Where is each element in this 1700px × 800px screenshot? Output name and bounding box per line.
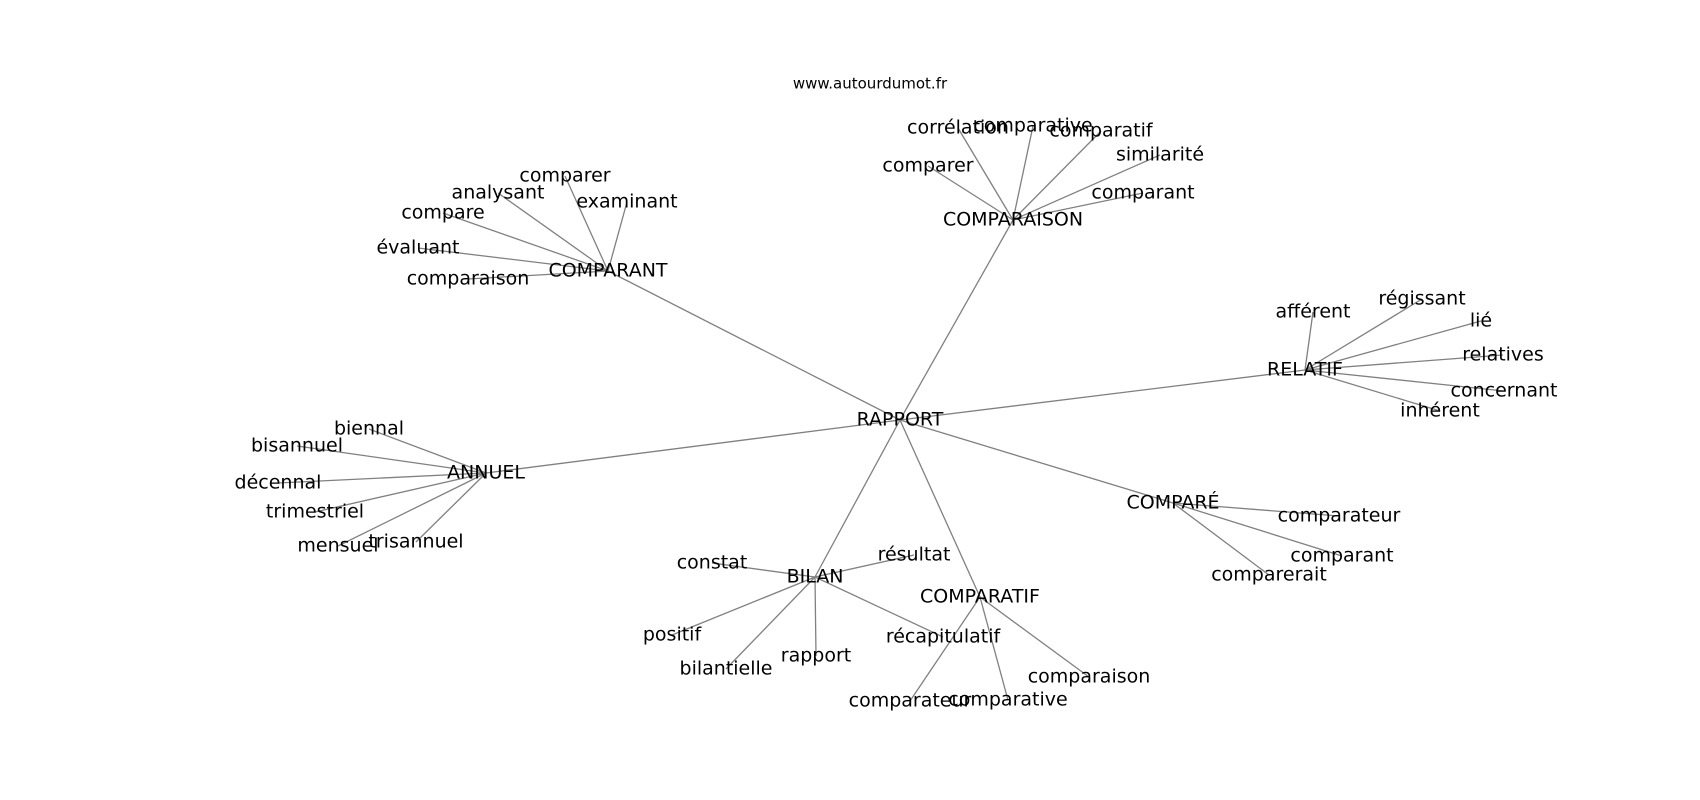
edge-hub-to-leaf <box>1304 298 1423 371</box>
edge-root-to-hub <box>607 270 901 421</box>
leaf-node-label: concernant <box>1451 380 1558 402</box>
leaf-node-label: trisannuel <box>368 531 463 553</box>
leaf-node-label: mensuel <box>297 535 378 557</box>
leaf-node-label: régissant <box>1378 288 1465 310</box>
edge-hub-to-leaf <box>1012 125 1034 221</box>
leaf-node-label: comparateur <box>849 690 972 712</box>
edge-hub-to-leaf <box>979 596 1090 678</box>
edge-hub-to-leaf <box>296 445 487 474</box>
edge-hub-to-leaf <box>814 576 817 657</box>
leaf-node-label: inhérent <box>1400 400 1480 422</box>
edge-hub-to-leaf <box>711 562 816 578</box>
leaf-node-label: lié <box>1470 310 1492 332</box>
edge-hub-to-leaf <box>442 212 609 272</box>
hub-node-label: COMPARATIF <box>920 586 1040 608</box>
edge-root-to-hub <box>899 219 1014 421</box>
leaf-node-label: relatives <box>1462 344 1544 366</box>
edge-root-to-hub <box>899 419 981 598</box>
hub-node-label: RELATIF <box>1267 359 1343 381</box>
leaf-node-label: comparerait <box>1211 564 1327 586</box>
leaf-node-label: examinant <box>576 191 677 213</box>
leaf-node-label: évaluant <box>376 237 459 259</box>
edge-hub-to-leaf <box>1304 320 1482 371</box>
leaf-node-label: corrélation <box>907 117 1009 139</box>
edge-hub-to-leaf <box>1172 502 1270 576</box>
edge-hub-to-leaf <box>497 192 609 272</box>
edge-root-to-hub <box>814 419 901 578</box>
edge-hub-to-leaf <box>909 596 981 702</box>
edge-root-to-hub <box>899 369 1306 421</box>
edge-hub-to-leaf <box>671 576 816 636</box>
edge-hub-to-leaf <box>564 175 609 272</box>
hub-node-label: BILAN <box>787 566 844 588</box>
leaf-node-label: similarité <box>1116 144 1204 166</box>
leaf-node-label: résultat <box>878 544 951 566</box>
edge-hub-to-leaf <box>979 596 1009 701</box>
leaf-node-label: comparative <box>948 689 1067 711</box>
leaf-node-label: afférent <box>1276 301 1351 323</box>
leaf-node-label: comparer <box>519 165 610 187</box>
leaf-node-label: comparatif <box>1049 120 1153 142</box>
hub-node-label: ANNUEL <box>447 462 525 484</box>
leaf-node-label: décennal <box>235 472 322 494</box>
leaf-node-label: comparant <box>1290 545 1393 567</box>
hub-node-label: COMPARÉ <box>1126 491 1219 514</box>
edge-hub-to-leaf <box>368 428 487 474</box>
edge-hub-to-leaf <box>607 201 628 272</box>
leaf-node-label: comparaison <box>407 268 530 290</box>
edge-hub-to-leaf <box>1012 130 1102 221</box>
leaf-node-label: bilantielle <box>680 658 773 680</box>
edge-hub-to-leaf <box>725 576 816 670</box>
edge-hub-to-leaf <box>927 165 1014 221</box>
edge-hub-to-leaf <box>814 576 944 638</box>
leaf-node-label: comparer <box>882 155 973 177</box>
edge-hub-to-leaf <box>1304 311 1314 371</box>
edge-root-to-hub <box>899 419 1174 504</box>
edges-layer <box>277 125 1505 702</box>
leaf-node-label: positif <box>643 624 703 646</box>
leaf-node-label: trimestriel <box>266 501 364 523</box>
edge-hub-to-leaf <box>337 472 487 547</box>
edge-hub-to-leaf <box>1304 369 1505 392</box>
edge-hub-to-leaf <box>1304 369 1441 412</box>
leaf-node-label: comparateur <box>1278 505 1401 527</box>
leaf-node-label: comparant <box>1091 182 1194 204</box>
edge-root-to-hub <box>485 419 901 474</box>
leaf-node-label: compare <box>401 202 484 224</box>
leaf-node-label: comparaison <box>1028 666 1151 688</box>
edge-hub-to-leaf <box>415 472 487 543</box>
edge-hub-to-leaf <box>277 472 487 484</box>
leaf-node-label: rapport <box>781 645 851 667</box>
edge-hub-to-leaf <box>1304 354 1504 371</box>
edge-hub-to-leaf <box>314 472 487 513</box>
labels-layer: www.autourdumot.fr RAPPORT COMPARAISON cor… <box>235 75 1558 712</box>
edge-hub-to-leaf <box>1012 192 1144 221</box>
edge-hub-to-leaf <box>814 554 915 578</box>
edge-hub-to-leaf <box>957 127 1014 221</box>
leaf-node-label: constat <box>677 552 748 574</box>
hub-node-label: COMPARAISON <box>943 209 1083 231</box>
edge-hub-to-leaf <box>417 247 609 272</box>
leaf-node-label: analysant <box>452 182 545 204</box>
hub-node-label: COMPARANT <box>548 260 667 282</box>
edge-hub-to-leaf <box>1012 154 1161 221</box>
leaf-node-label: comparative <box>973 115 1092 137</box>
edge-hub-to-leaf <box>1172 502 1343 557</box>
edge-hub-to-leaf <box>467 270 609 280</box>
edge-hub-to-leaf <box>1172 502 1340 517</box>
root-node-label: RAPPORT <box>857 409 944 431</box>
leaf-node-label: bisannuel <box>251 435 343 457</box>
leaf-node-label: biennal <box>334 418 404 440</box>
leaf-node-label: récapitulatif <box>886 626 1002 648</box>
site-label: www.autourdumot.fr <box>793 75 948 93</box>
